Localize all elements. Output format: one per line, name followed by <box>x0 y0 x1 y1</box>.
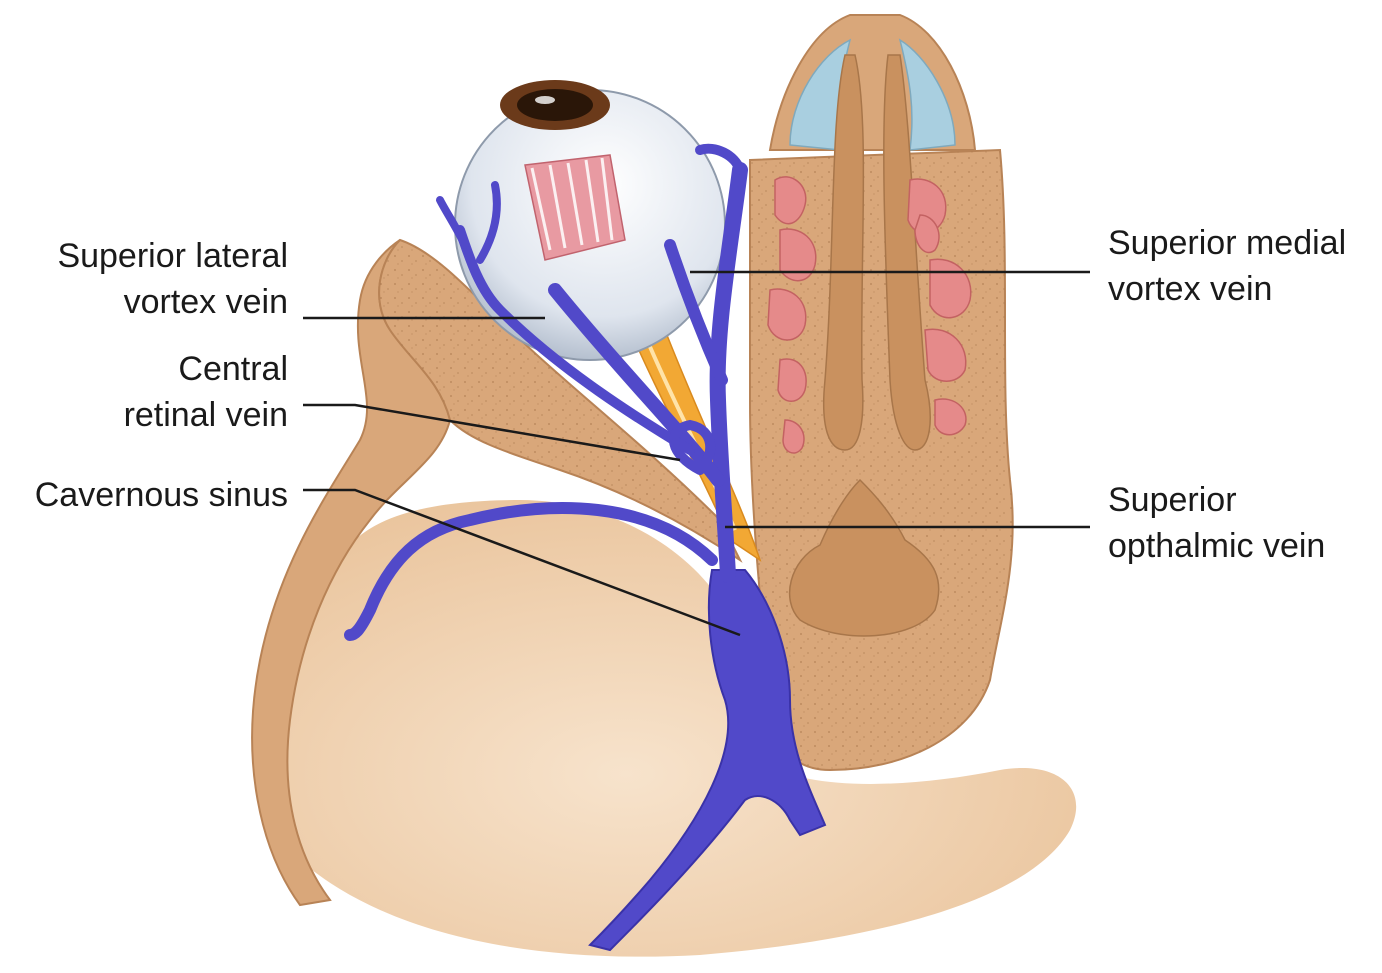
leader-central-retinal-vein <box>303 403 681 462</box>
orbit-floor-region <box>257 500 1077 957</box>
label-superior-ophthalmic-line1: Superior <box>1108 481 1237 519</box>
label-superior-lateral-line2: vortex vein <box>123 283 288 321</box>
label-superior-medial-vortex-vein: Superior medial vortex vein <box>1108 220 1346 312</box>
lateral-wall-texture <box>379 240 740 560</box>
label-central-retinal-vein: Central retinal vein <box>124 346 288 438</box>
label-cavernous-sinus: Cavernous sinus <box>35 472 288 518</box>
eyeball <box>454 80 726 361</box>
ethmoid-air-cells <box>767 176 972 454</box>
label-superior-medial-line2: vortex vein <box>1108 270 1273 308</box>
label-superior-medial-line1: Superior medial <box>1108 224 1347 262</box>
nasal-cavity-left <box>822 54 865 451</box>
label-superior-ophthalmic-line2: opthalmic vein <box>1108 527 1326 565</box>
sphenoid-sinus <box>788 478 940 637</box>
leader-lines <box>303 270 1090 637</box>
label-superior-lateral-line1: Superior lateral <box>57 237 288 275</box>
leader-cavernous-sinus <box>303 488 741 637</box>
label-central-retinal-line2: retinal vein <box>123 396 288 434</box>
label-cavernous-sinus-text: Cavernous sinus <box>34 476 288 514</box>
cavernous-sinus-shape <box>588 569 827 952</box>
nasal-cartilage-right <box>898 38 956 151</box>
label-superior-lateral-vortex-vein: Superior lateral vortex vein <box>57 233 288 325</box>
label-superior-ophthalmic-vein: Superior opthalmic vein <box>1108 477 1325 569</box>
label-central-retinal-line1: Central <box>178 350 288 388</box>
